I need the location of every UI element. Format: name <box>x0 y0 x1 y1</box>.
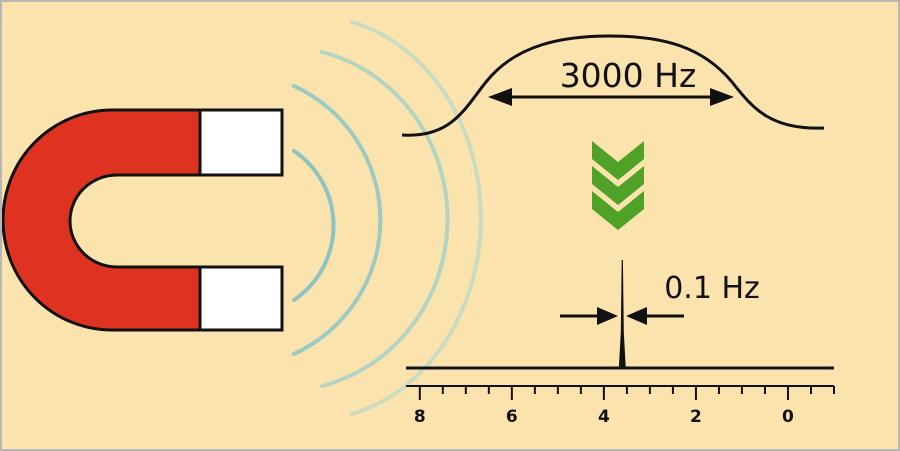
chevron-2 <box>592 166 644 205</box>
broad-width-label: 3000 Hz <box>560 56 697 95</box>
narrow-arrowhead-right <box>626 307 647 325</box>
axis-tick-label: 4 <box>598 407 610 427</box>
chevron-1 <box>592 141 644 180</box>
broad-width-indicator <box>488 88 734 106</box>
wave-arc-3 <box>320 50 450 388</box>
axis-tick-label: 8 <box>414 407 426 427</box>
narrow-width-indicator <box>560 307 684 325</box>
axis-tick-label: 6 <box>506 407 518 427</box>
wave-arc-2 <box>292 84 383 356</box>
axis-tick-label: 0 <box>782 407 794 427</box>
axis-tick-label: 2 <box>690 407 702 427</box>
narrow-arrowhead-left <box>597 307 618 325</box>
broad-width-arrowhead-right <box>710 88 734 106</box>
broad-resonance-curve <box>401 34 825 137</box>
magnet-north-pole <box>198 108 284 177</box>
radio-wave-icon <box>292 20 483 416</box>
triple-chevron-down-icon <box>592 141 644 230</box>
horseshoe-magnet-icon <box>2 108 284 332</box>
narrow-resonance-peak <box>618 260 626 369</box>
chemical-shift-axis: 8 6 4 2 0 <box>406 385 835 427</box>
narrow-width-label: 0.1 Hz <box>664 271 760 306</box>
magnet-south-pole <box>198 265 284 332</box>
wave-arc-4 <box>350 20 483 416</box>
broad-width-arrowhead-left <box>488 88 512 106</box>
wave-arc-1 <box>292 149 336 302</box>
magnet-body <box>2 108 202 332</box>
chevron-3 <box>592 191 644 230</box>
